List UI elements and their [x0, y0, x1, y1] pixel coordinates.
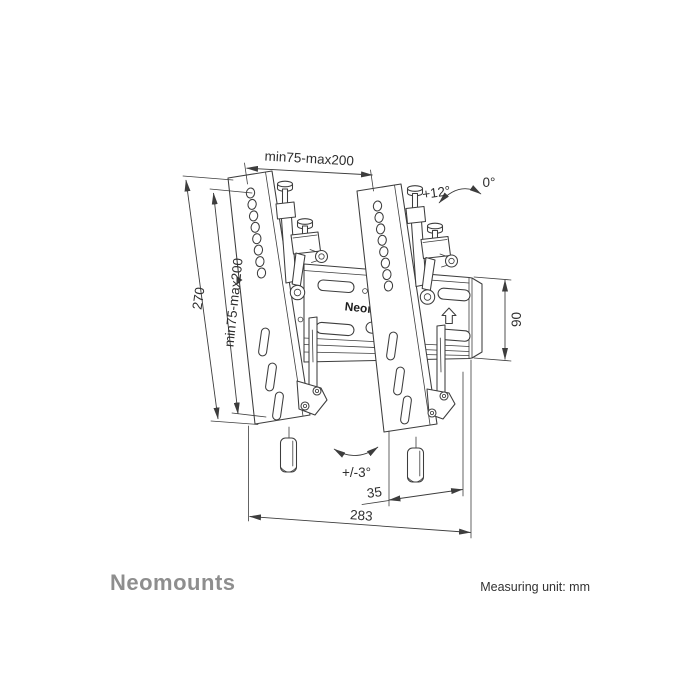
tilt-knob: [439, 253, 459, 268]
dim-label-top-width: min75-max200: [264, 149, 354, 169]
plate-hole: [297, 316, 304, 323]
left-bracket-holes: [245, 187, 267, 279]
left-tilt-mechanism: [275, 180, 329, 301]
carriage-lower-hooks: [308, 316, 446, 401]
plate-slot: [437, 287, 471, 302]
dim-bottom-width: 283: [248, 359, 472, 539]
pivot-ring: [419, 289, 436, 305]
pivot-ring: [289, 284, 306, 301]
left-bracket-slots: [258, 327, 284, 421]
dim-label-right-height: 90: [509, 312, 524, 327]
dim-bottom-offset: 35: [361, 371, 464, 507]
dim-right-height: 90: [473, 276, 524, 362]
right-bracket-holes: [372, 200, 394, 292]
right-pull-strap: [406, 436, 425, 483]
tilt-knob: [309, 249, 329, 264]
right-tv-bracket: [356, 183, 438, 433]
right-latch-foot: [426, 388, 456, 420]
plate-slot: [317, 279, 355, 294]
dim-label-bottom-width: 283: [350, 507, 374, 524]
left-pull-strap: [279, 426, 298, 473]
right-bracket-slots: [386, 331, 412, 425]
dim-label-swivel: +/-3°: [342, 465, 371, 480]
right-tilt-mechanism: [405, 185, 459, 305]
dim-tilt-angle: +12° 0°: [421, 175, 496, 204]
up-arrow-icon: [441, 307, 457, 325]
brand-logo-text: Neomounts: [110, 570, 236, 595]
dim-label-tilt-zero: 0°: [483, 175, 496, 190]
measuring-unit-note: Measuring unit: mm: [480, 580, 590, 594]
dim-label-bottom-offset: 35: [366, 484, 383, 501]
left-latch-foot: [296, 380, 328, 416]
dim-label-tilt-max: +12°: [421, 183, 451, 202]
dim-label-left-outer: 270: [190, 286, 208, 310]
plate-hole: [362, 288, 368, 294]
dim-top-width: min75-max200: [244, 149, 374, 192]
dim-swivel-angle: +/-3°: [333, 446, 379, 480]
plate-slot: [315, 321, 355, 337]
